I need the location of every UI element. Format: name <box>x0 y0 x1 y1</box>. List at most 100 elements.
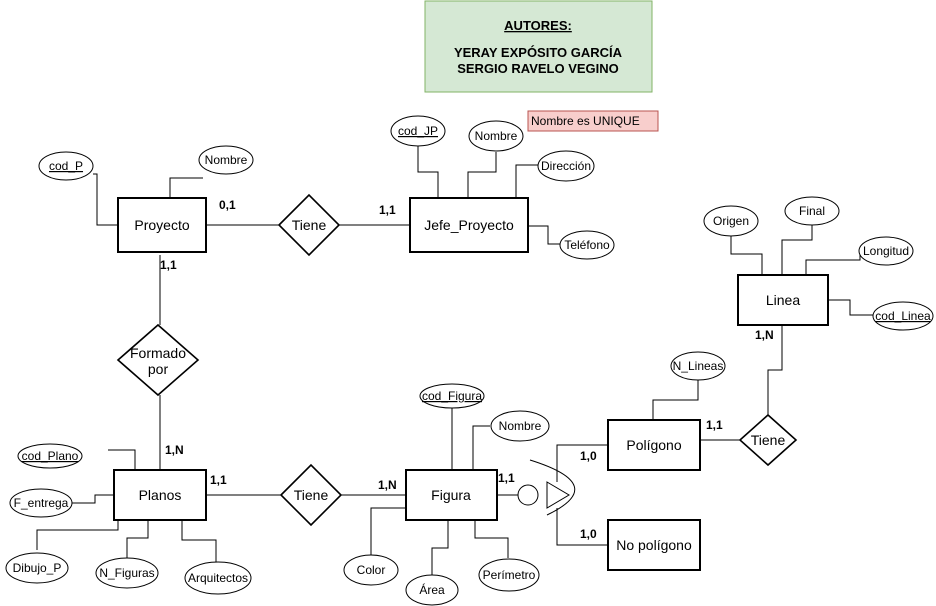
connector-tiene-linea <box>767 325 783 415</box>
attr-direccion[interactable]: Dirección <box>537 150 595 182</box>
attr-f-entrega[interactable]: F_entrega <box>9 488 73 518</box>
attr-cod-plano-label: cod_Plano <box>22 449 79 463</box>
entity-jefe-proyecto-label: Jefe_Proyecto <box>424 217 514 233</box>
attr-direccion-label: Dirección <box>541 159 591 173</box>
connector-isa-no-poligono <box>556 508 608 546</box>
connectors <box>36 146 873 575</box>
connector-area <box>431 520 449 575</box>
attr-proyecto-nombre[interactable]: Nombre <box>198 145 254 175</box>
attr-perimetro[interactable]: Perímetro <box>478 558 540 592</box>
rel-tiene-planos-figura[interactable]: Tiene <box>279 463 343 527</box>
connector-isa-poligono <box>556 444 608 482</box>
attr-longitud[interactable]: Longitud <box>858 236 914 266</box>
rel-tiene-proyecto-jefe-label: Tiene <box>292 217 327 233</box>
connector-n-figuras <box>126 520 149 558</box>
connector-jefe-nombre <box>467 152 497 198</box>
attr-figura-nombre[interactable]: Nombre <box>490 410 550 442</box>
card-poligono-tiene: 1,1 <box>706 418 723 432</box>
card-figura-isa: 1,1 <box>498 471 515 485</box>
authors-heading: AUTORES: <box>504 18 572 33</box>
connector-proyecto-nombre <box>169 177 203 198</box>
attr-f-entrega-label: F_entrega <box>14 496 69 510</box>
card-planos-tiene: 1,1 <box>210 473 227 487</box>
attr-cod-jp-label: cod_JP <box>398 124 438 138</box>
attr-color[interactable]: Color <box>343 554 399 586</box>
connector-cod-jp <box>417 146 439 198</box>
attr-color-label: Color <box>357 563 386 577</box>
connector-origen <box>730 236 763 275</box>
rel-tiene-poligono-linea[interactable]: Tiene <box>738 413 798 467</box>
entity-poligono[interactable]: Polígono <box>607 419 701 471</box>
entity-figura[interactable]: Figura <box>405 469 498 521</box>
attr-cod-figura-label: cod_Figura <box>422 389 482 403</box>
connector-color <box>370 507 406 555</box>
attr-n-lineas[interactable]: N_Lineas <box>670 351 726 381</box>
attr-cod-figura[interactable]: cod_Figura <box>419 383 485 409</box>
isa-arc <box>529 459 576 516</box>
card-no-poligono-isa: 1,0 <box>580 527 597 541</box>
attr-perimetro-label: Perímetro <box>483 568 536 582</box>
entity-no-poligono[interactable]: No polígono <box>607 519 701 571</box>
attr-cod-p-label: cod_P <box>49 159 83 173</box>
isa-specialization <box>517 481 570 509</box>
card-figura-tiene: 1,N <box>378 478 397 492</box>
connector-telefono <box>527 225 560 245</box>
rel-tiene-poligono-linea-label: Tiene <box>751 432 786 448</box>
isa-triangle <box>546 481 570 509</box>
connector-figura-nombre <box>472 425 490 470</box>
isa-circle <box>517 484 539 506</box>
connector-n-lineas <box>652 380 699 420</box>
connector-cod-linea <box>828 299 873 316</box>
card-linea-tiene: 1,N <box>755 328 774 342</box>
attr-jefe-nombre[interactable]: Nombre <box>468 120 524 152</box>
rel-tiene-proyecto-jefe[interactable]: Tiene <box>277 193 341 257</box>
attr-telefono[interactable]: Teléfono <box>559 230 615 260</box>
entity-jefe-proyecto[interactable]: Jefe_Proyecto <box>409 197 529 253</box>
entity-linea[interactable]: Linea <box>737 274 829 326</box>
card-proyecto-tiene: 0,1 <box>219 198 236 212</box>
rel-formado-por[interactable]: Formado por <box>116 323 200 397</box>
connector-final <box>781 225 813 275</box>
connector-dibujo-p <box>36 520 119 550</box>
attr-arquitectos[interactable]: Arquitectos <box>184 561 252 595</box>
attr-area-label: Área <box>419 582 445 597</box>
rel-formado-por-label-1: Formado <box>130 345 186 361</box>
entity-proyecto-label: Proyecto <box>134 217 189 233</box>
entity-planos[interactable]: Planos <box>113 469 207 521</box>
cardinalities: 0,1 1,1 1,1 1,N 1,1 1,N 1,1 1,0 1,0 1,1 … <box>160 198 774 541</box>
connector-cod-p <box>93 173 118 226</box>
attr-cod-p[interactable]: cod_P <box>38 151 94 181</box>
attr-telefono-label: Teléfono <box>564 238 610 252</box>
card-planos-formado: 1,N <box>165 443 184 457</box>
attr-n-figuras-label: N_Figuras <box>99 566 154 580</box>
attr-area[interactable]: Área <box>405 574 459 606</box>
entity-linea-label: Linea <box>766 292 800 308</box>
rel-formado-por-label-2: por <box>148 361 169 377</box>
attr-dibujo-p[interactable]: Dibujo_P <box>5 552 69 584</box>
card-poligono-isa: 1,0 <box>580 449 597 463</box>
attr-cod-plano[interactable]: cod_Plano <box>17 443 83 469</box>
authors-box: AUTORES: YERAY EXPÓSITO GARCÍA SERGIO RA… <box>424 0 653 93</box>
attr-arquitectos-label: Arquitectos <box>188 571 248 585</box>
attr-cod-linea-label: cod_Linea <box>875 309 931 323</box>
connector-perimetro <box>474 520 509 558</box>
attr-final[interactable]: Final <box>784 196 840 226</box>
connector-cod-plano <box>108 449 136 470</box>
entity-poligono-label: Polígono <box>626 437 681 453</box>
attr-cod-linea[interactable]: cod_Linea <box>872 301 934 331</box>
attr-longitud-label: Longitud <box>863 244 909 258</box>
attr-cod-jp[interactable]: cod_JP <box>390 115 446 147</box>
rel-tiene-planos-figura-label: Tiene <box>294 487 329 503</box>
entity-proyecto[interactable]: Proyecto <box>117 197 207 253</box>
attr-origen[interactable]: Origen <box>703 205 759 237</box>
entity-planos-label: Planos <box>139 487 182 503</box>
card-proyecto-formado: 1,1 <box>160 258 177 272</box>
entity-figura-label: Figura <box>431 487 471 503</box>
attr-n-lineas-label: N_Lineas <box>673 359 724 373</box>
card-jefe-tiene: 1,1 <box>379 203 396 217</box>
attr-figura-nombre-label: Nombre <box>499 419 542 433</box>
entity-no-poligono-label: No polígono <box>616 537 692 553</box>
attr-n-figuras[interactable]: N_Figuras <box>95 557 159 589</box>
unique-note-text: Nombre es UNIQUE <box>531 114 640 128</box>
